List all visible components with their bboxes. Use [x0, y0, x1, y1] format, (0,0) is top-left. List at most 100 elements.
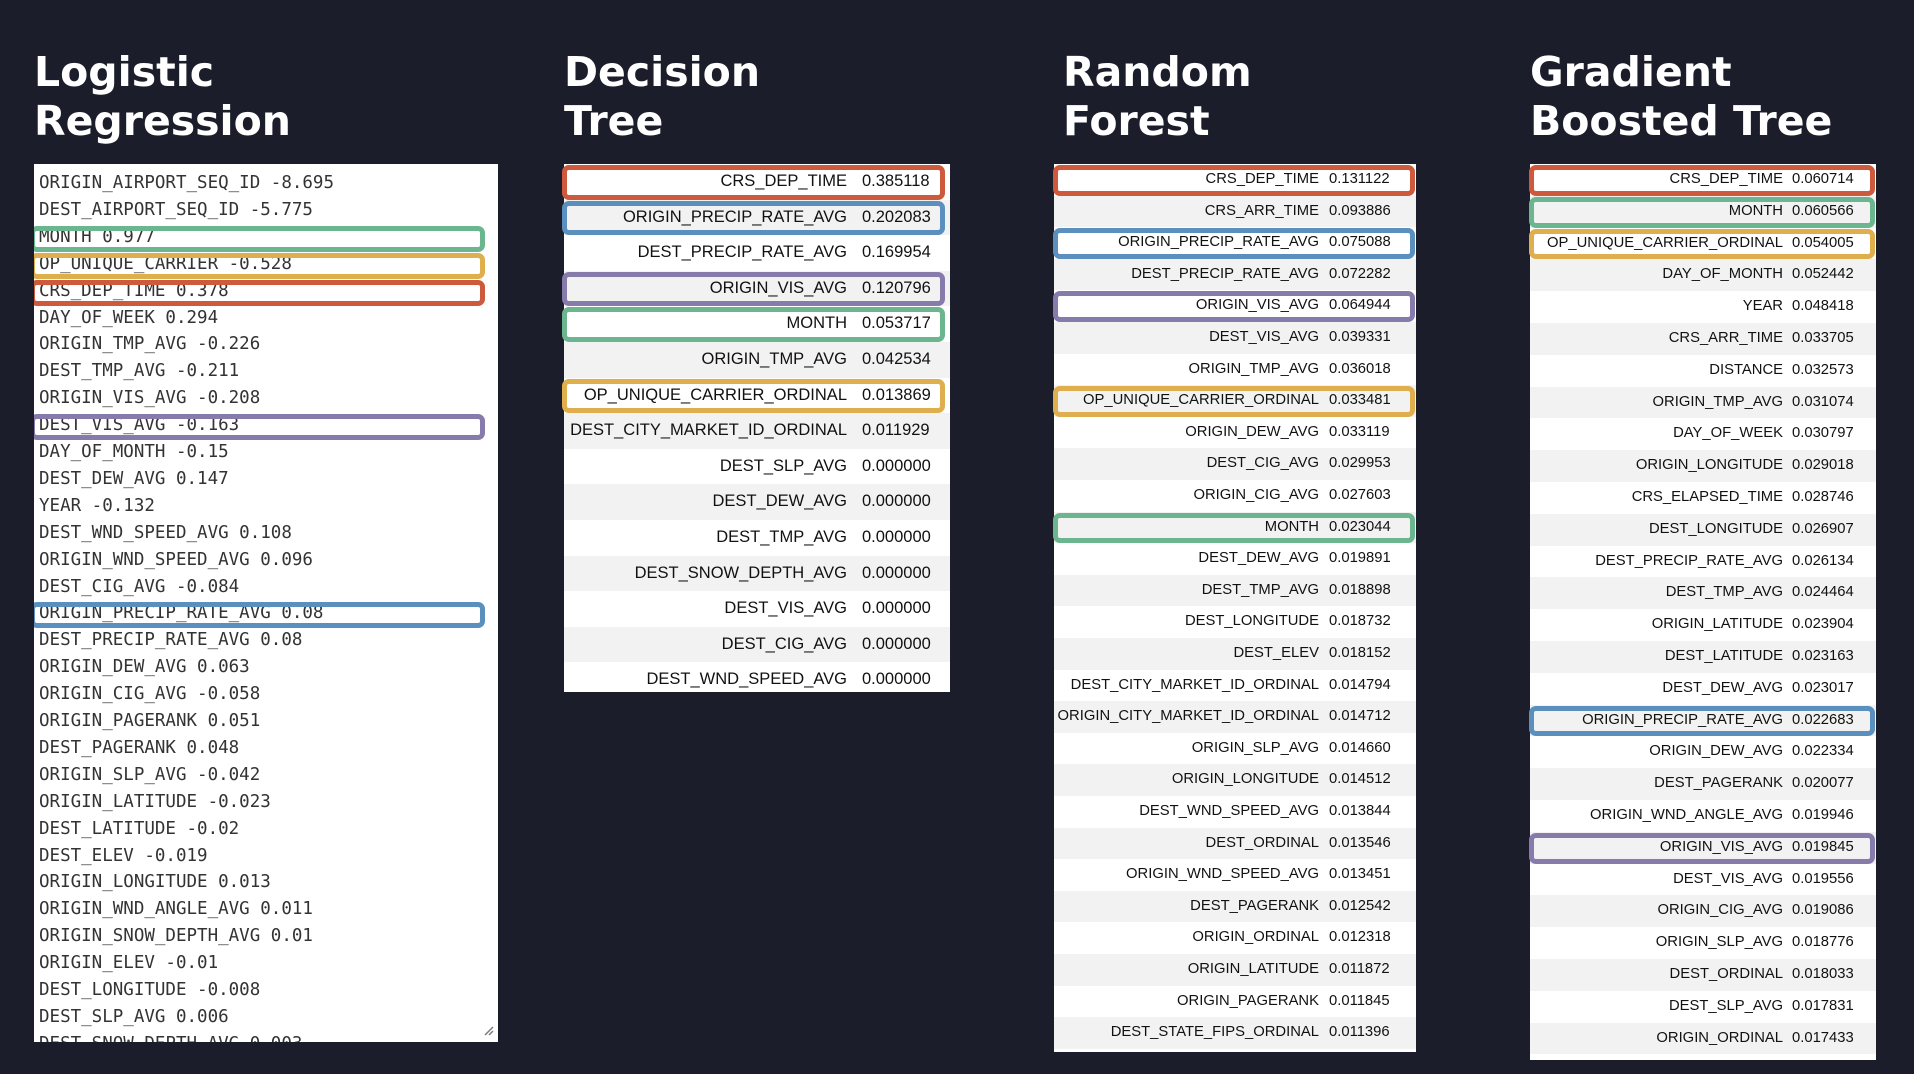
feature-name: CRS_ELAPSED_TIME [1631, 489, 1783, 505]
table-row: DEST_TMP_AVG 0.024464 [1530, 577, 1876, 610]
coefficient-line: ORIGIN_PAGERANK 0.051 [39, 711, 261, 731]
importance-value: 0.033481 [1329, 392, 1391, 409]
feature-name: YEAR [1742, 298, 1783, 315]
importance-value: 0.000000 [862, 634, 931, 653]
feature-name: ORIGIN_TMP_AVG [1188, 360, 1319, 377]
feature-name: CRS_ARR_TIME [1668, 330, 1783, 346]
importance-value: 0.012542 [1329, 897, 1391, 914]
coefficient-line: ORIGIN_SLP_AVG -0.042 [39, 764, 261, 785]
feature-name: ORIGIN_ORDINAL [1192, 929, 1319, 946]
coefficient-line: DEST_AIRPORT_SEQ_ID -5.775 [39, 199, 313, 220]
importance-value: 0.052442 [1792, 266, 1854, 283]
importance-value: 0.017433 [1792, 1029, 1854, 1046]
feature-name: ORIGIN_ORDINAL [1656, 1029, 1783, 1046]
importance-value: 0.028746 [1792, 489, 1854, 505]
feature-name: ORIGIN_LONGITUDE [1635, 457, 1783, 474]
feature-name: ORIGIN_WND_SPEED_AVG [1126, 866, 1319, 883]
importance-value: 0.013451 [1329, 866, 1391, 883]
importance-value: 0.022334 [1792, 743, 1854, 760]
importance-value: 0.042534 [862, 350, 931, 368]
coefficient-line: MONTH 0.977 [39, 226, 155, 247]
coefficient-line: ORIGIN_TMP_AVG -0.226 [39, 334, 261, 355]
coefficient-line: DEST_LONGITUDE -0.008 [39, 980, 261, 1000]
feature-name: DISTANCE [1709, 361, 1783, 378]
importance-value: 0.131122 [1329, 171, 1390, 187]
feature-name: CRS_DEP_TIME [1205, 171, 1319, 187]
feature-name: OP_UNIQUE_CARRIER_ORDINAL [1083, 392, 1319, 409]
importance-value: 0.014712 [1329, 708, 1391, 725]
feature-name: ORIGIN_TMP_AVG [1652, 393, 1783, 410]
importance-value: 0.120796 [862, 278, 931, 297]
importance-value: 0.027603 [1329, 487, 1391, 503]
importance-value: 0.013844 [1329, 803, 1391, 819]
table-row: CRS_ELAPSED_TIME 0.028746 [1530, 482, 1876, 514]
feature-name: DEST_LONGITUDE [1184, 613, 1319, 630]
importance-value: 0.019556 [1792, 870, 1854, 887]
importance-value: 0.011929 [862, 421, 930, 440]
coefficient-line: ORIGIN_LONGITUDE 0.013 [39, 872, 271, 893]
coefficient-line: ORIGIN_WND_ANGLE_AVG 0.011 [39, 899, 313, 920]
feature-name: DEST_PRECIP_RATE_AVG [1595, 552, 1783, 569]
importance-value: 0.000000 [862, 563, 931, 582]
importance-value: 0.000000 [862, 492, 931, 511]
feature-name: DEST_ORDINAL [1205, 834, 1319, 851]
coefficient-line: ORIGIN_VIS_AVG -0.208 [39, 388, 261, 409]
importance-value: 0.020077 [1792, 775, 1854, 792]
coefficient-line: DEST_TMP_AVG -0.211 [39, 361, 240, 382]
importance-value: 0.013546 [1329, 834, 1391, 851]
feature-name: DEST_ELEV [1233, 645, 1319, 661]
feature-name: DEST_ORDINAL [1669, 966, 1783, 982]
coefficient-line: YEAR -0.132 [39, 495, 155, 516]
importance-value: 0.018152 [1329, 645, 1391, 661]
importance-value: 0.039331 [1329, 329, 1391, 345]
importance-value: 0.075088 [1329, 234, 1391, 251]
feature-name: ORIGIN_VIS_AVG [1195, 297, 1319, 314]
importance-value: 0.018033 [1792, 966, 1854, 982]
feature-name: ORIGIN_PRECIP_RATE_AVG [1118, 234, 1319, 251]
coefficient-line: CRS_DEP_TIME 0.378 [39, 280, 229, 301]
coefficient-line: DEST_LATITUDE -0.02 [39, 818, 240, 839]
coefficient-line: DEST_SLP_AVG 0.006 [39, 1006, 229, 1027]
importance-value: 0.018898 [1329, 581, 1391, 598]
importance-value: 0.011396 [1329, 1024, 1390, 1041]
gradient-boosted-tree-title: Gradient Boosted Tree [1530, 48, 1833, 145]
resize-grip-icon[interactable] [482, 1024, 494, 1036]
importance-value: 0.024464 [1792, 584, 1854, 601]
importance-value: 0.013869 [862, 385, 931, 404]
feature-name: ORIGIN_LATITUDE [1187, 961, 1319, 977]
table-row: CRS_DEP_TIME 0.131122 [1054, 164, 1416, 196]
importance-value: 0.019946 [1792, 807, 1854, 823]
feature-name: MONTH [786, 314, 848, 333]
coefficient-line: DEST_CIG_AVG -0.084 [39, 576, 240, 597]
importance-value: 0.018776 [1792, 934, 1854, 951]
coefficient-line: ORIGIN_WND_SPEED_AVG 0.096 [39, 549, 313, 570]
feature-name: ORIGIN_SLP_AVG [1191, 739, 1319, 756]
feature-name: DEST_LATITUDE [1664, 648, 1783, 664]
coefficient-line: ORIGIN_PRECIP_RATE_AVG 0.08 [39, 603, 324, 624]
feature-name: DEST_TMP_AVG [1665, 584, 1783, 601]
importance-value: 0.000000 [862, 528, 931, 546]
importance-value: 0.019086 [1792, 902, 1854, 919]
table-row: DEST_ELEV 0.018152 [1054, 638, 1416, 670]
feature-name: DAY_OF_WEEK [1673, 425, 1783, 442]
